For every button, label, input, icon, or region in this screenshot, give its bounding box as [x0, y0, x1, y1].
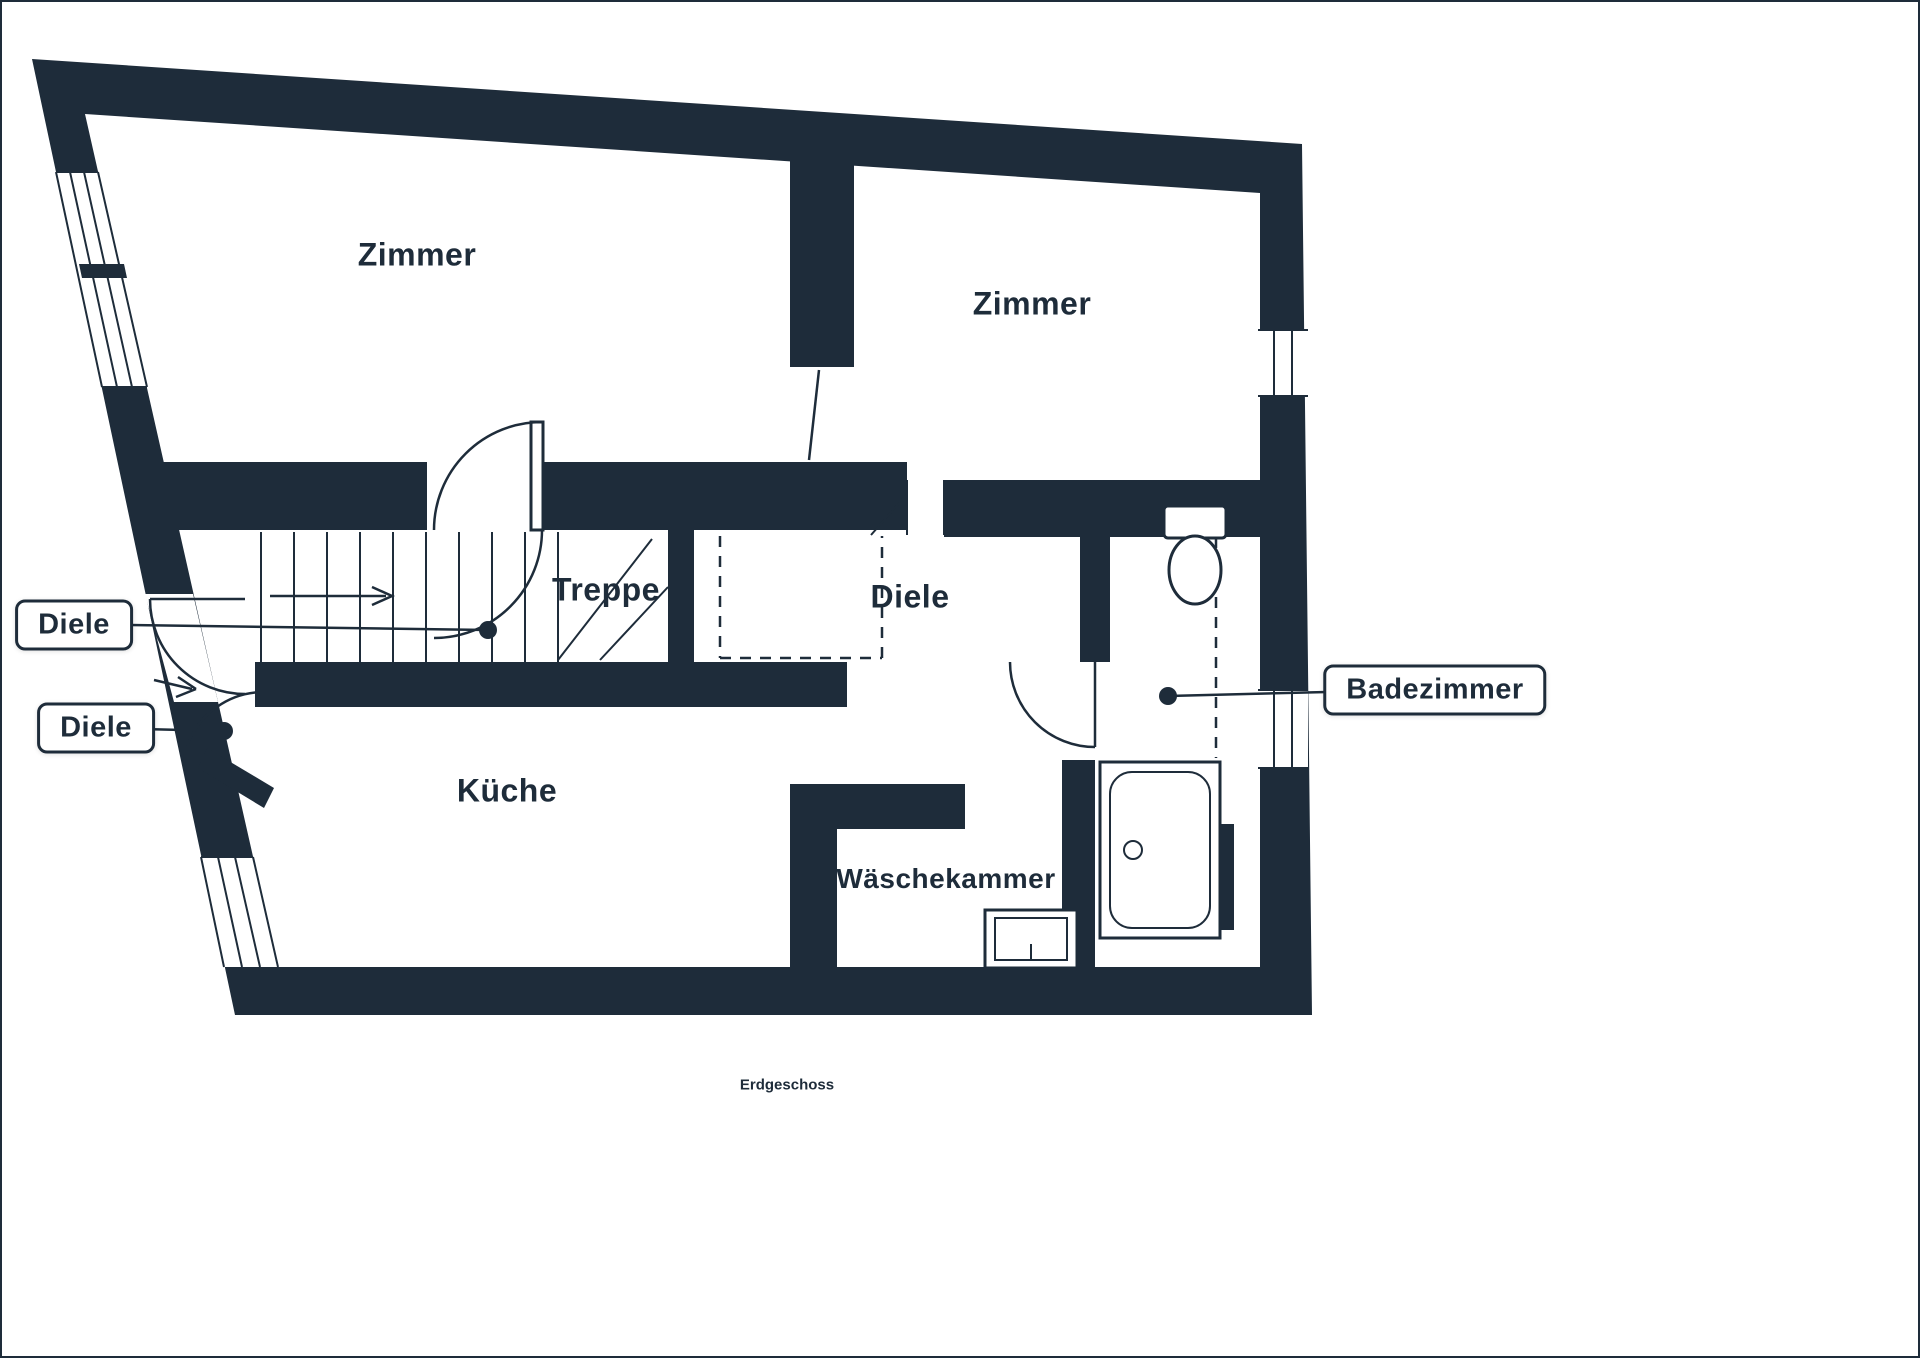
- entrance-door: [145, 594, 246, 702]
- entry-arrow-icon: [153, 675, 197, 699]
- stair-direction-arrow-icon: [270, 585, 396, 607]
- room-label-treppe: Treppe: [552, 571, 660, 608]
- sink-fixture: [983, 908, 1079, 970]
- door-arcs: [185, 369, 1097, 749]
- interior-walls: [152, 150, 1260, 967]
- room-label-kueche: Küche: [456, 772, 558, 809]
- window-left-upper: [55, 171, 148, 388]
- door-leaf: [529, 420, 545, 532]
- stair-winder-lines: [557, 538, 669, 661]
- bathtub-fixture: [1098, 760, 1234, 940]
- window-right-lower: [1258, 689, 1308, 769]
- callout-diele-upper: Diele: [15, 599, 133, 651]
- badezimmer-dot: [1159, 687, 1177, 705]
- floor-caption: Erdgeschoss: [739, 1076, 835, 1094]
- kitchen-door-arc: [185, 690, 265, 747]
- bath-shelf: [1220, 824, 1234, 930]
- angled-wall-jog: [198, 748, 274, 808]
- callout-badezimmer: Badezimmer: [1323, 664, 1547, 716]
- stairs: [260, 532, 669, 662]
- zimmer-right-door: [870, 480, 945, 536]
- callout-diele-lower: Diele: [37, 702, 155, 754]
- diele-lower-dot: [215, 722, 233, 740]
- window-right-upper: [1258, 329, 1308, 397]
- callout-connectors: [129, 621, 1328, 740]
- toilet-fixture: [1162, 504, 1228, 606]
- room-label-diele: Diele: [870, 578, 950, 615]
- wardrobe-dashed: [718, 536, 884, 660]
- exterior-walls: [32, 59, 1312, 1015]
- room-label-zimmer-left: Zimmer: [357, 236, 477, 273]
- diele-upper-dot: [479, 621, 497, 639]
- room-label-zimmer-right: Zimmer: [972, 285, 1092, 322]
- window-left-lower: [200, 856, 279, 968]
- room-label-waeschekammer: Wäschekammer: [836, 863, 1056, 894]
- zimmer-door-leaf: [807, 369, 821, 461]
